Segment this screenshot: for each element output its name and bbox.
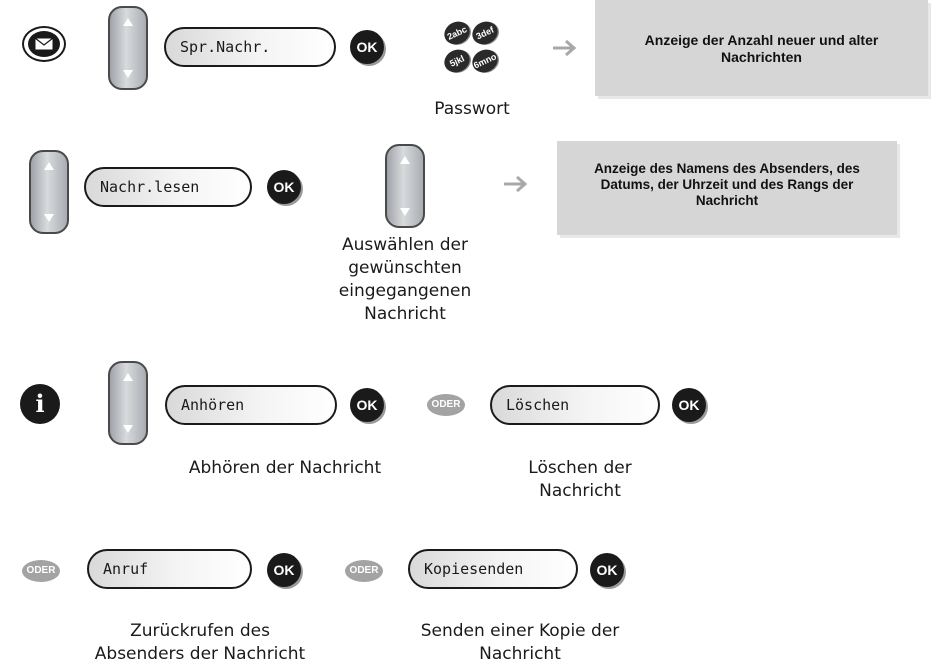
envelope-icon	[34, 37, 54, 51]
arrow-up-icon[interactable]	[44, 162, 54, 170]
caption-send-copy: Senden einer Kopie der Nachricht	[420, 621, 620, 664]
up-down-navigator[interactable]	[108, 361, 148, 445]
keypad-icon[interactable]: 2abc 3def 5jkl 6mno	[440, 17, 502, 78]
up-down-navigator[interactable]	[385, 144, 425, 228]
arrow-up-icon[interactable]	[400, 156, 410, 164]
ok-button[interactable]: OK	[350, 388, 384, 422]
info-key-icon[interactable]: i	[20, 384, 60, 424]
up-down-navigator[interactable]	[108, 6, 148, 90]
ok-button[interactable]: OK	[672, 388, 706, 422]
oder-badge: ODER	[427, 394, 465, 416]
caption-passwort: Passwort	[434, 99, 510, 119]
arrow-down-icon[interactable]	[400, 208, 410, 216]
display-anhoeren: Anhören	[165, 385, 337, 425]
arrow-up-icon[interactable]	[123, 18, 133, 26]
display-nachr-lesen: Nachr.lesen	[84, 167, 252, 207]
display-loeschen: Löschen	[490, 385, 660, 425]
caption-select-message: Auswählen der gewünschten eingegangenen …	[338, 235, 472, 324]
key-6mno[interactable]: 6mno	[468, 45, 502, 77]
caption-delete-message: Löschen der Nachricht	[528, 458, 632, 501]
caption-call-back-sender: Zurückrufen des Absenders der Nachricht	[94, 621, 306, 664]
display-anruf: Anruf	[87, 549, 252, 589]
key-2abc[interactable]: 2abc	[440, 17, 474, 49]
ok-button[interactable]: OK	[350, 30, 384, 64]
arrow-right-icon	[553, 39, 577, 57]
arrow-down-icon[interactable]	[123, 70, 133, 78]
display-kopiesenden: Kopiesenden	[408, 549, 578, 589]
arrow-up-icon[interactable]	[123, 373, 133, 381]
up-down-navigator[interactable]	[29, 150, 69, 234]
oder-badge: ODER	[345, 560, 383, 582]
mail-key-body	[28, 31, 60, 57]
result-box-sender-details: Anzeige des Namens des Absenders, des Da…	[557, 141, 897, 235]
arrow-down-icon[interactable]	[44, 214, 54, 222]
ok-button[interactable]: OK	[267, 170, 301, 204]
mail-key-icon[interactable]	[22, 26, 66, 62]
result-box-message-count: Anzeige der Anzahl neuer und alter Nachr…	[595, 0, 928, 96]
ok-button[interactable]: OK	[267, 553, 301, 587]
arrow-down-icon[interactable]	[123, 425, 133, 433]
key-5jkl[interactable]: 5jkl	[440, 45, 474, 77]
display-spr-nachr: Spr.Nachr.	[164, 27, 336, 67]
caption-listen-message: Abhören der Nachricht	[188, 458, 382, 478]
arrow-right-icon	[504, 175, 528, 193]
ok-button[interactable]: OK	[590, 553, 624, 587]
oder-badge: ODER	[22, 560, 60, 582]
key-3def[interactable]: 3def	[468, 17, 502, 49]
